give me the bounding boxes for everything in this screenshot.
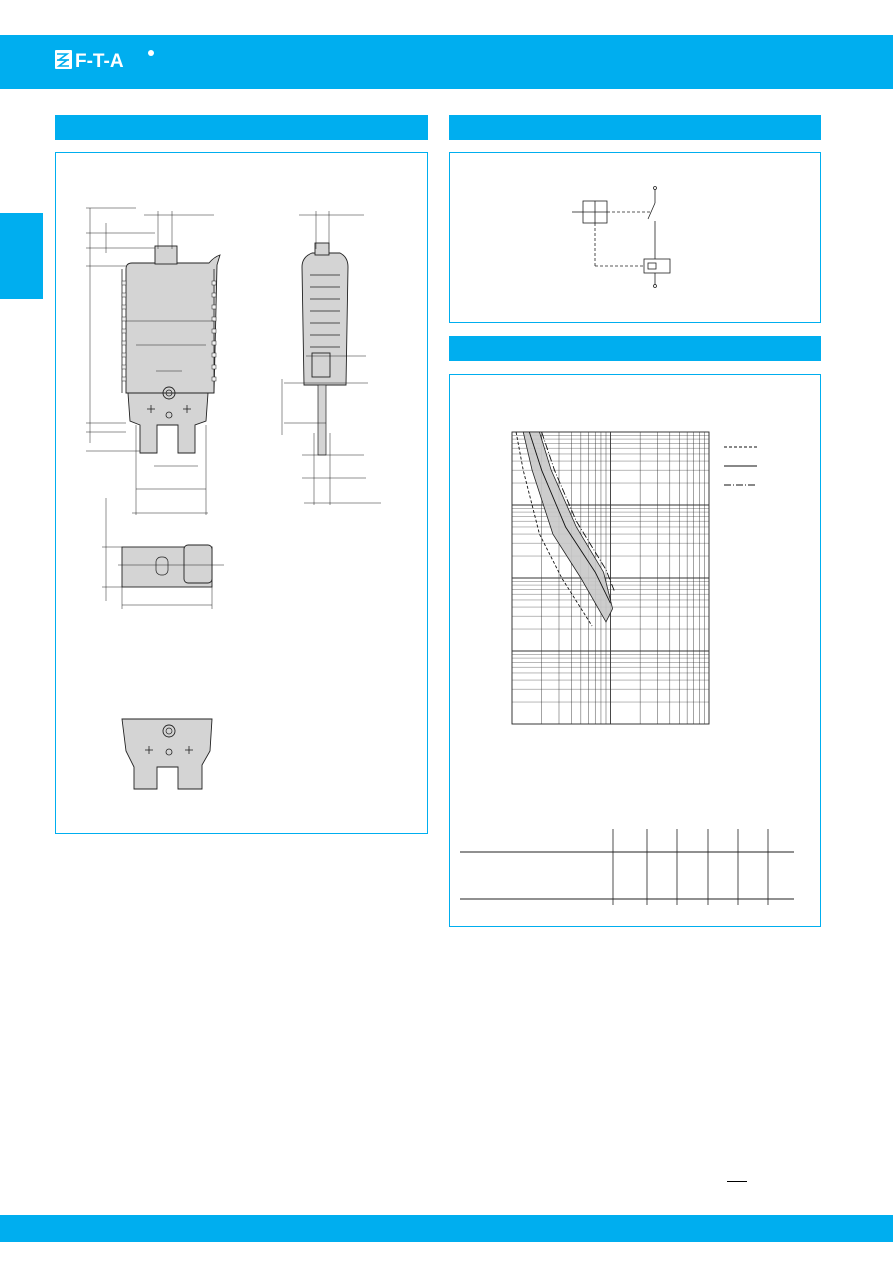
circuit-diagram	[572, 186, 671, 288]
circuit-panel	[449, 152, 821, 323]
header-bar	[0, 35, 893, 89]
section-bar-dimensions	[55, 115, 428, 140]
side-tab	[0, 213, 43, 299]
footer-bar	[0, 1215, 893, 1242]
series-line-solid	[528, 431, 611, 604]
trip-characteristic-chart	[460, 431, 794, 905]
dimension-drawing	[86, 207, 381, 790]
characteristic-panel	[449, 374, 821, 927]
dimensions-panel	[55, 152, 428, 834]
section-bar-characteristic	[449, 336, 821, 361]
series-line-dash-dot	[541, 431, 615, 592]
logo-text: F-T-A	[75, 51, 124, 71]
series-line-dashed	[515, 431, 593, 627]
brand-logo-icon: F-T-A	[55, 50, 154, 71]
page-number-mark	[727, 1181, 747, 1182]
section-bar-circuit	[449, 115, 821, 140]
